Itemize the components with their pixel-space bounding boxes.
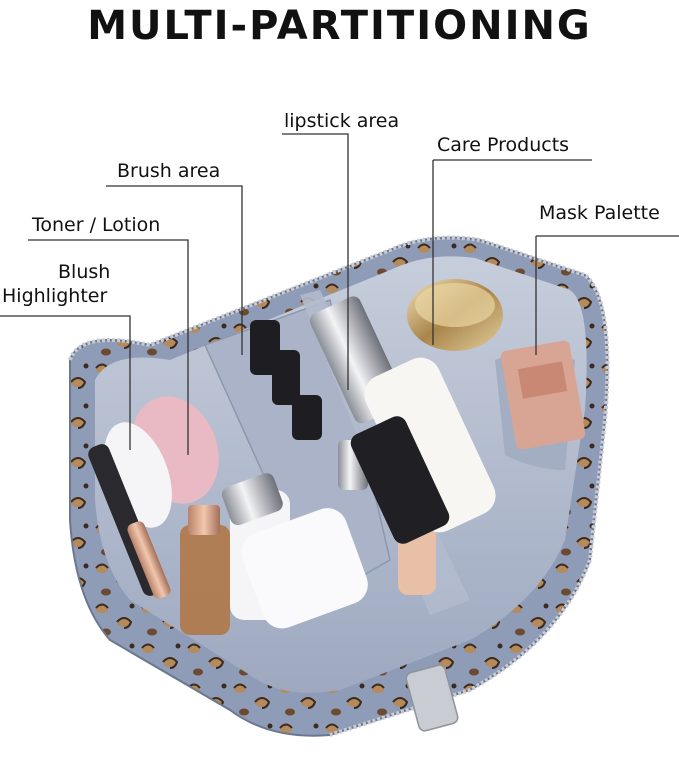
label-toner-lotion: Toner / Lotion [32,214,161,236]
callout-line-brush [106,185,243,355]
callout-line-blush [0,315,131,450]
zipper-pull [405,664,459,732]
label-lipstick-area: lipstick area [284,110,400,132]
label-blush: Blush [58,261,111,283]
label-mask-palette: Mask Palette [539,202,660,224]
mask-palette [500,340,586,450]
callout-lines [0,133,679,455]
label-highlighter: Highlighter [2,285,108,307]
lipsticks [250,320,436,595]
callout-line-lipstick [282,133,349,390]
label-care-products: Care Products [437,134,570,156]
label-brush-area: Brush area [117,160,221,182]
care-products-tubes [309,296,496,544]
callout-line-toner [28,239,189,455]
gold-cream-jar [407,279,503,351]
serum-bottles [180,473,368,635]
makeup-brushes [88,444,171,599]
headline: MULTI-PARTITIONING [87,3,592,49]
